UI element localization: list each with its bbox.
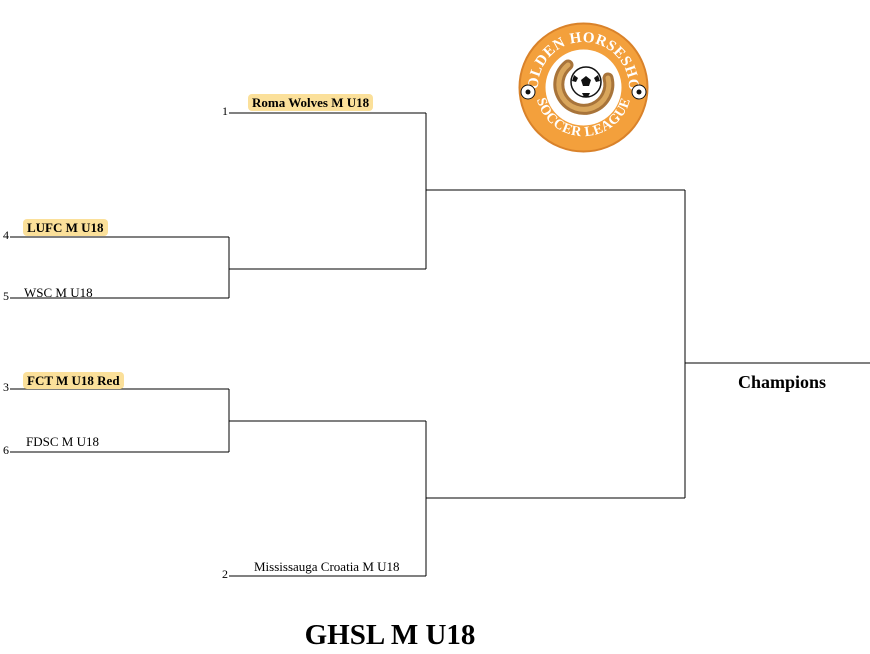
seed-label: 5	[3, 289, 9, 303]
seed-label: 2	[222, 567, 228, 581]
team-lufc[interactable]: LUFC M U18	[23, 219, 108, 236]
bracket-title: GHSL M U18	[304, 619, 476, 651]
team-roma-wolves[interactable]: Roma Wolves M U18	[248, 94, 374, 111]
horseshoe-icon	[553, 59, 615, 115]
seed-label: 6	[3, 443, 9, 457]
seed-label: 4	[3, 228, 9, 242]
seed-label: 3	[3, 380, 9, 394]
soccer-ball-icon	[570, 66, 602, 98]
soccer-ball-icon	[631, 84, 647, 100]
team-wsc[interactable]: WSC M U18	[24, 285, 93, 300]
soccer-ball-icon	[520, 84, 536, 100]
team-fdsc[interactable]: FDSC M U18	[26, 434, 99, 449]
team-mississauga-croatia[interactable]: Mississauga Croatia M U18	[254, 559, 400, 574]
league-logo: GOLDEN HORSESHOE SOCCER LEAGUE	[516, 20, 649, 153]
seed-label: 1	[222, 104, 228, 118]
team-fct-red[interactable]: FCT M U18 Red	[23, 372, 124, 389]
champions-label: Champions	[738, 372, 827, 392]
